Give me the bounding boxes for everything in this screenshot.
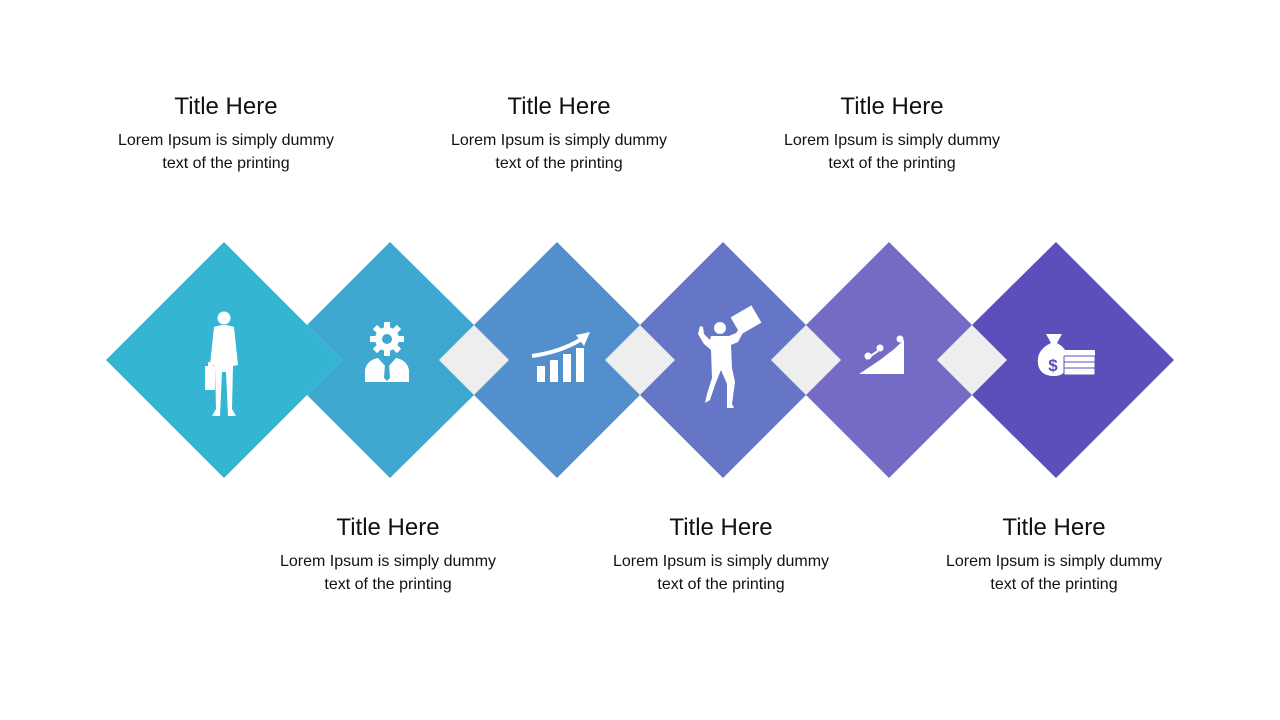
step-diamond-2 xyxy=(307,242,474,478)
step-caption-1: Title Here Lorem Ipsum is simply dummy t… xyxy=(106,92,346,175)
step-description: Lorem Ipsum is simply dummy text of the … xyxy=(612,553,830,593)
step-caption-2: Title Here Lorem Ipsum is simply dummy t… xyxy=(268,513,508,596)
gear-person-icon xyxy=(365,322,409,382)
svg-text:$: $ xyxy=(1048,356,1058,375)
step-title: Title Here xyxy=(669,514,773,541)
step-caption-3: Title Here Lorem Ipsum is simply dummy t… xyxy=(439,92,679,175)
step-title: Title Here xyxy=(336,514,440,541)
step-caption-5: Title Here Lorem Ipsum is simply dummy t… xyxy=(772,92,1012,175)
step-title: Title Here xyxy=(507,93,611,120)
step-caption-6: Title Here Lorem Ipsum is simply dummy t… xyxy=(934,513,1174,596)
step-caption-4: Title Here Lorem Ipsum is simply dummy t… xyxy=(601,513,841,596)
step-description: Lorem Ipsum is simply dummy text of the … xyxy=(279,553,497,593)
step-description: Lorem Ipsum is simply dummy text of the … xyxy=(117,132,335,172)
step-description: Lorem Ipsum is simply dummy text of the … xyxy=(450,132,668,172)
celebrating-man-icon xyxy=(698,305,762,408)
money-bag-icon: $ xyxy=(1037,334,1096,376)
step-description: Lorem Ipsum is simply dummy text of the … xyxy=(783,132,1001,172)
step-description: Lorem Ipsum is simply dummy text of the … xyxy=(945,553,1163,593)
step-title: Title Here xyxy=(174,93,278,120)
step-title: Title Here xyxy=(1002,514,1106,541)
climbing-steps-icon xyxy=(858,335,904,374)
growth-chart-icon xyxy=(531,332,590,382)
businessman-icon xyxy=(205,311,238,416)
step-title: Title Here xyxy=(840,93,944,120)
